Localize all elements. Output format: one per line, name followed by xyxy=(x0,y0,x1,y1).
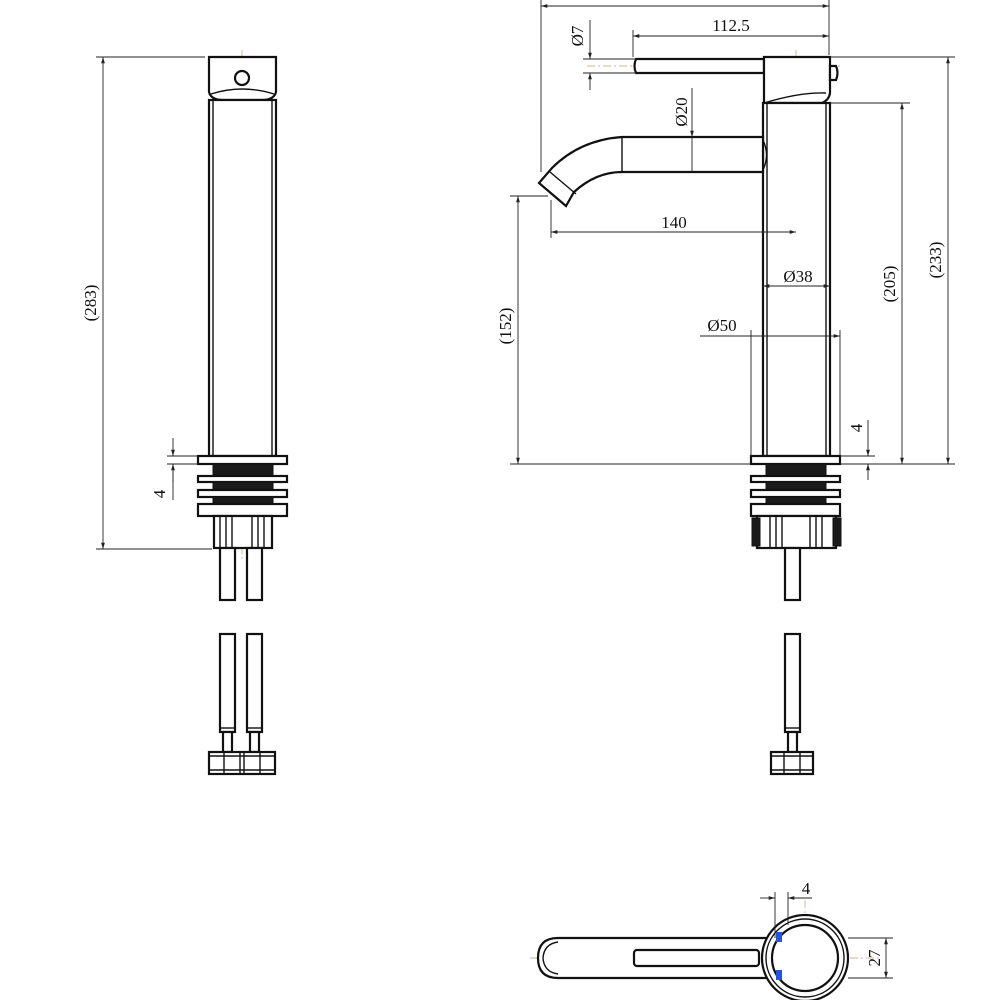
front-handle-pin xyxy=(233,69,251,87)
side-body-dia-label: Ø38 xyxy=(783,267,812,286)
front-washer-2 xyxy=(196,488,289,499)
side-handle-lever xyxy=(633,57,766,75)
top-body-ring-inner xyxy=(770,923,840,993)
front-washer-gap-label: 4 xyxy=(150,489,169,498)
side-nut xyxy=(749,502,842,518)
front-thread-1 xyxy=(212,463,274,477)
side-total-height-label: (233) xyxy=(926,242,945,279)
side-body xyxy=(761,101,832,458)
front-body xyxy=(207,98,278,458)
front-hose-left-upper xyxy=(218,546,237,602)
front-handle-curve xyxy=(210,88,275,95)
side-spout xyxy=(537,135,765,208)
front-nut xyxy=(196,502,289,518)
side-base-ring xyxy=(749,454,842,466)
side-body-height-label: (205) xyxy=(880,266,899,303)
top-offset-label: 4 xyxy=(802,879,811,898)
side-spout-height-label: (152) xyxy=(496,308,515,345)
front-overall-height-label: (283) xyxy=(81,285,100,322)
top-width-label: 27 xyxy=(865,949,884,967)
side-hose-nut xyxy=(769,750,815,776)
front-hose-right-lower xyxy=(245,632,264,734)
side-handle-dia-label: Ø7 xyxy=(568,25,587,46)
side-hose-upper xyxy=(783,546,802,602)
front-washer-1 xyxy=(196,474,289,484)
side-handle-cap xyxy=(762,55,832,105)
side-spout-reach-label: 140 xyxy=(661,213,687,232)
side-view: 112.5 Ø7 Ø20 140 Ø38 Ø50 (152) (205) xyxy=(496,0,955,776)
front-base-ring xyxy=(196,454,289,466)
top-marker-lower xyxy=(776,970,782,980)
top-marker-upper xyxy=(776,932,782,942)
front-view: (283) 4 xyxy=(81,50,289,776)
side-handle-length-label: 112.5 xyxy=(712,16,750,35)
side-base-dia-label: Ø50 xyxy=(707,316,736,335)
front-hose-left-lower xyxy=(218,632,237,734)
top-handle-slot xyxy=(632,948,761,968)
front-threaded-shank xyxy=(212,514,274,550)
front-hose-right-upper xyxy=(245,546,264,602)
side-spout-dia-label: Ø20 xyxy=(672,97,691,126)
side-threaded-shank xyxy=(751,514,842,550)
side-washer-gap-label: 4 xyxy=(847,423,866,432)
side-hose-lower xyxy=(783,632,802,734)
front-hose-nuts xyxy=(207,750,277,776)
top-view: 4 27 xyxy=(530,879,893,1000)
